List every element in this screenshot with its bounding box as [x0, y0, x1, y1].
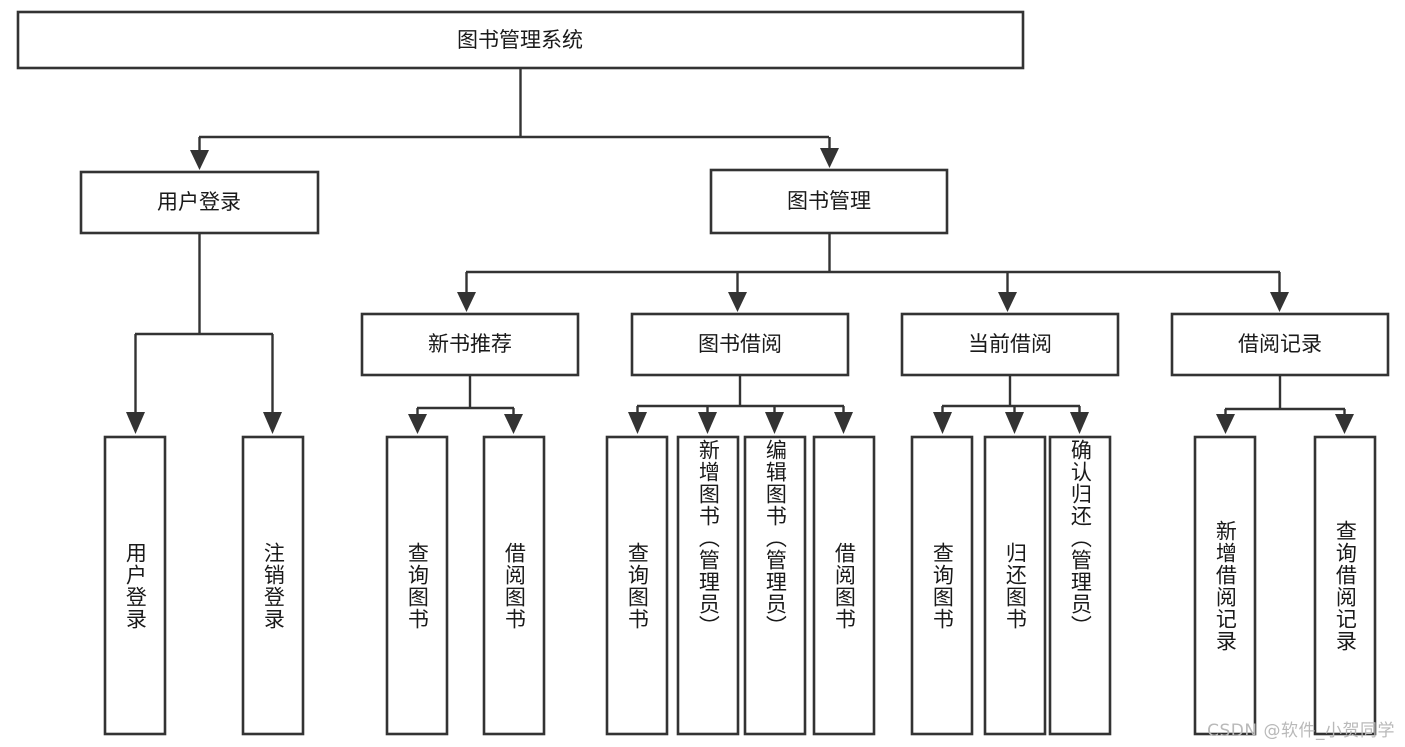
- arrow-head-root-1: [190, 150, 209, 170]
- arrow-head-br-1: [1216, 414, 1235, 434]
- connector-group-new-book-rec: [408, 375, 523, 434]
- node-box-book-manage[interactable]: [709, 168, 949, 235]
- node-box-user-login[interactable]: [79, 170, 320, 235]
- node-box-leaf-user-login[interactable]: [103, 435, 167, 736]
- node-box-borrow-record[interactable]: [1170, 312, 1390, 377]
- node-box-new-book-rec[interactable]: [360, 312, 580, 377]
- node-book-borrow[interactable]: 图书借阅: [630, 312, 850, 377]
- arrow-head-bb-3: [765, 412, 784, 434]
- arrow-head-root-2: [820, 148, 839, 168]
- arrow-head-ul-2: [263, 412, 282, 434]
- arrow-head-nbr-2: [504, 414, 523, 434]
- node-box-current-borrow[interactable]: [900, 312, 1120, 377]
- node-book-manage[interactable]: 图书管理: [709, 168, 949, 235]
- node-user-login[interactable]: 用户登录: [79, 170, 320, 235]
- arrow-head-bb-1: [628, 412, 647, 434]
- node-new-book-rec[interactable]: 新书推荐: [360, 312, 580, 377]
- node-label-book-borrow: 图书借阅: [698, 332, 782, 356]
- node-label-new-book-rec: 新书推荐: [428, 332, 512, 356]
- connector-group-borrow-record: [1216, 375, 1354, 434]
- node-system-root[interactable]: 图书管理系统: [16, 10, 1025, 70]
- node-box-leaf-borrow-book-1[interactable]: [482, 435, 546, 736]
- node-box-leaf-query-book-3[interactable]: [910, 435, 974, 736]
- arrow-head-bb-4: [834, 412, 853, 434]
- connector-group-book-borrow: [628, 375, 853, 434]
- node-box-leaf-add-record[interactable]: [1193, 435, 1257, 736]
- node-label-system-root: 图书管理系统: [457, 28, 583, 52]
- csdn-watermark: CSDN @软件_小贺同学: [1207, 721, 1395, 741]
- arrow-head-cb-3: [1070, 412, 1089, 434]
- arrow-head-ul-1: [126, 412, 145, 434]
- node-box-leaf-return-book[interactable]: [983, 435, 1047, 736]
- node-box-leaf-query-book-1[interactable]: [385, 435, 449, 736]
- node-box-book-borrow[interactable]: [630, 312, 850, 377]
- node-label-current-borrow: 当前借阅: [968, 332, 1052, 356]
- arrow-head-bm-1: [457, 292, 476, 312]
- node-box-leaf-edit-book[interactable]: [743, 435, 807, 736]
- node-label-borrow-record: 借阅记录: [1238, 332, 1322, 356]
- connector-group-current-borrow: [933, 375, 1089, 434]
- node-box-leaf-confirm-return[interactable]: [1048, 435, 1112, 736]
- node-box-system-root[interactable]: [16, 10, 1025, 70]
- node-box-leaf-query-book-2[interactable]: [605, 435, 669, 736]
- node-box-leaf-logout[interactable]: [241, 435, 305, 736]
- connector-group-user-login: [126, 233, 282, 434]
- node-box-leaf-borrow-book-2[interactable]: [812, 435, 876, 736]
- arrow-head-nbr-1: [408, 414, 427, 434]
- node-box-leaf-add-book[interactable]: [676, 435, 740, 736]
- node-label-book-manage: 图书管理: [787, 189, 871, 213]
- node-label-user-login: 用户登录: [157, 190, 241, 214]
- arrow-head-bb-2: [698, 412, 717, 434]
- arrow-head-br-2: [1335, 414, 1354, 434]
- arrow-head-bm-3: [998, 292, 1017, 312]
- connector-group-book-manage: [457, 233, 1289, 312]
- arrow-head-bm-4: [1270, 292, 1289, 312]
- arrow-head-cb-2: [1005, 412, 1024, 434]
- arrow-head-bm-2: [728, 292, 747, 312]
- arrow-head-cb-1: [933, 412, 952, 434]
- node-borrow-record[interactable]: 借阅记录: [1170, 312, 1390, 377]
- node-current-borrow[interactable]: 当前借阅: [900, 312, 1120, 377]
- connector-group-root: [190, 68, 839, 170]
- node-box-leaf-query-record[interactable]: [1313, 435, 1377, 736]
- leaf-box-group: [103, 435, 1377, 736]
